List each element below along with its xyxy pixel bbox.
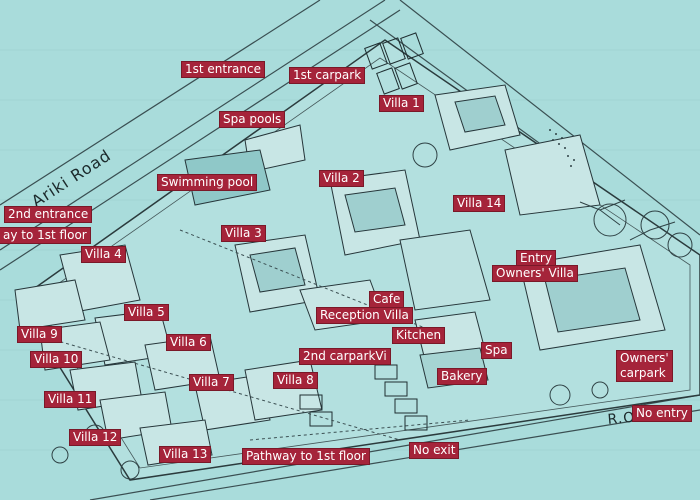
label-villa-14: Villa 14 (453, 195, 506, 212)
label-villa-10: Villa 10 (30, 351, 83, 368)
label-villa-8: Villa 8 (273, 372, 318, 389)
label-cafe: Cafe (369, 291, 405, 308)
label-no-entry: No entry (632, 405, 692, 422)
label-kitchen: Kitchen (392, 327, 446, 344)
label-1st-carpark: 1st carpark (289, 67, 366, 84)
label-entry: Entry (516, 250, 556, 267)
label-no-exit: No exit (409, 442, 460, 459)
buildings (14, 84, 666, 466)
label-villa-9: Villa 9 (17, 326, 62, 343)
label-villa-2: Villa 2 (319, 170, 364, 187)
label-villa-12: Villa 12 (69, 429, 122, 446)
label-2nd-entrance: 2nd entrance (4, 206, 93, 223)
label-villa-4: Villa 4 (81, 246, 126, 263)
label-reception-villa: Reception Villa (316, 307, 413, 324)
site-inner-boundary (34, 57, 691, 469)
label-villa-5: Villa 5 (124, 304, 169, 321)
label-spa-pools: Spa pools (219, 111, 286, 128)
first-carpark-bays (364, 32, 424, 95)
second-carpark-bays (299, 364, 428, 431)
label-bakery: Bakery (437, 368, 487, 385)
label-villa-11: Villa 11 (44, 391, 97, 408)
label-swimming-pool: Swimming pool (157, 174, 258, 191)
label-pathway-1st-floor: Pathway to 1st floor (242, 448, 370, 465)
label-owners-villa: Owners' Villa (492, 265, 578, 282)
label-1st-entrance: 1st entrance (181, 61, 265, 78)
label-villa-1: Villa 1 (379, 95, 424, 112)
label-2nd-carpark: 2nd carparkVi (299, 348, 391, 365)
label-spa: Spa (481, 342, 512, 359)
label-villa-3: Villa 3 (221, 225, 266, 242)
label-villa-6: Villa 6 (166, 334, 211, 351)
label-pathway-1st-floor-left: ay to 1st floor (0, 227, 91, 244)
label-owners-carpark: Owners' carpark (616, 350, 673, 382)
label-villa-13: Villa 13 (159, 446, 212, 463)
hatched-area (549, 129, 575, 167)
label-villa-7: Villa 7 (189, 374, 234, 391)
